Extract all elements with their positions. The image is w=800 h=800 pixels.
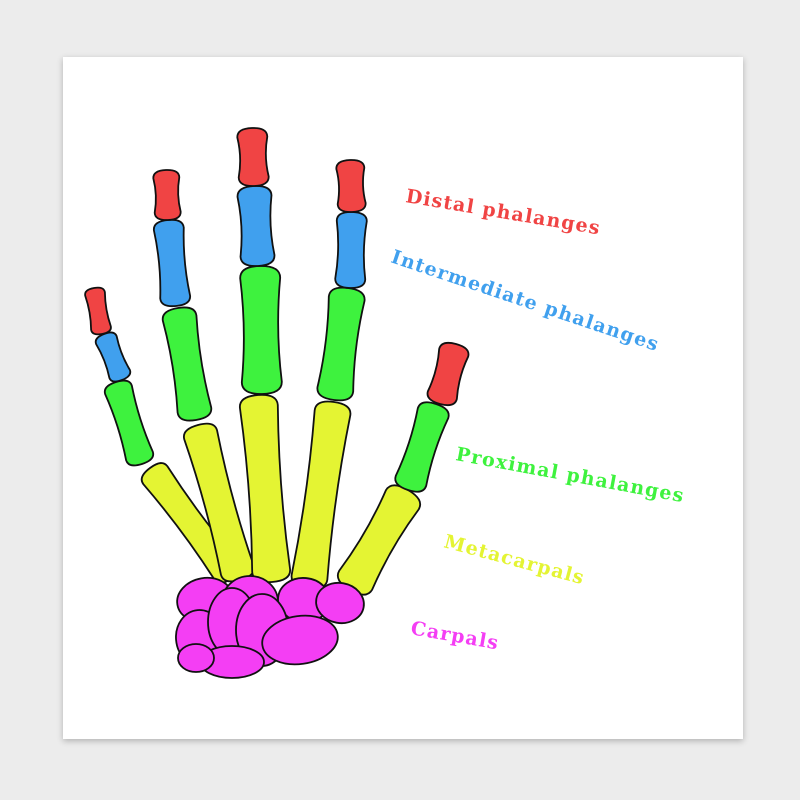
- distal-thumb: [426, 341, 470, 407]
- label-distal-phalanges: Distal phalanges: [404, 185, 602, 239]
- label-proximal-phalanges: Proximal phalanges: [454, 443, 686, 507]
- proximal-index: [316, 286, 366, 402]
- carpal-bone: [315, 581, 365, 625]
- intermediate-little: [94, 331, 132, 383]
- intermediate-index: [334, 211, 368, 289]
- proximal-little: [103, 379, 155, 467]
- intermediate-middle: [236, 185, 276, 267]
- proximal-middle: [239, 265, 283, 395]
- metacarpal-index: [290, 400, 352, 590]
- distal-ring: [152, 169, 182, 221]
- label-carpals: Carpals: [409, 617, 501, 654]
- distal-little: [84, 286, 112, 336]
- distal-index: [335, 159, 367, 213]
- hand-skeleton: [84, 127, 470, 679]
- intermediate-ring: [152, 218, 192, 308]
- label-metacarpals: Metacarpals: [442, 531, 588, 590]
- proximal-ring: [161, 306, 213, 422]
- label-intermediate-phalanges: Intermediate phalanges: [388, 246, 662, 356]
- metacarpal-thumb: [336, 484, 422, 596]
- distal-middle: [236, 127, 270, 187]
- carpal-bone: [177, 643, 215, 673]
- carpal-bone: [261, 614, 339, 666]
- proximal-thumb: [394, 401, 450, 493]
